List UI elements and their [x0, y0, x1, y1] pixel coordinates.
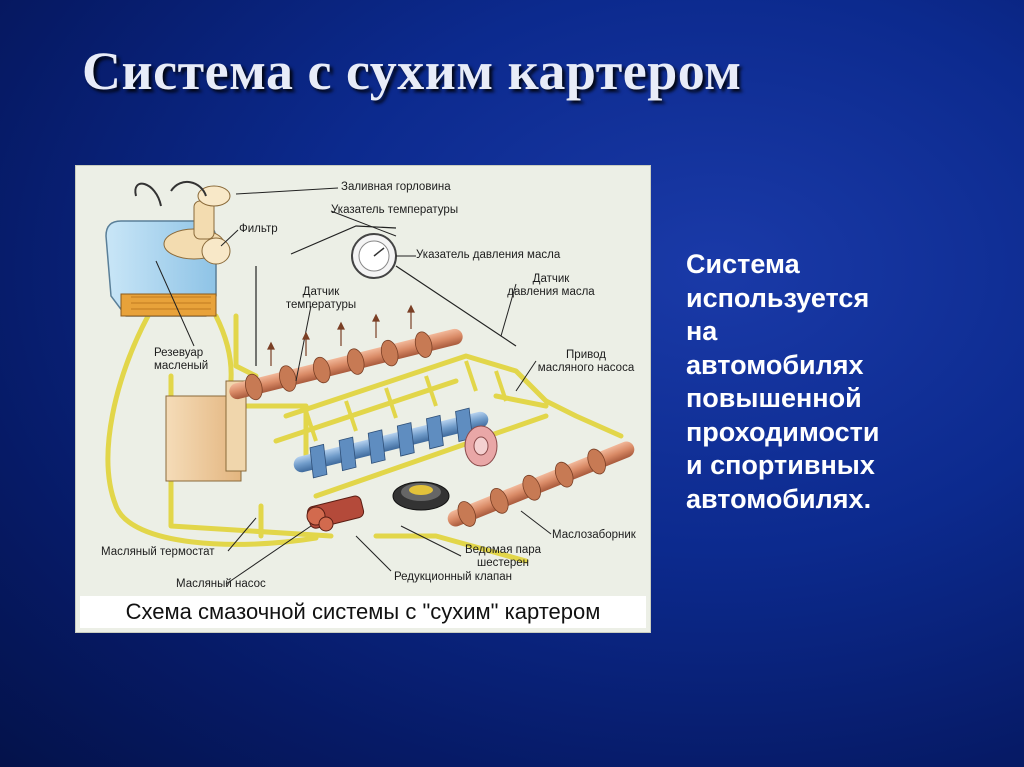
label-oil-reservoir: Резевуар масленый	[154, 347, 208, 373]
body-line-6: проходимости	[686, 416, 880, 447]
slide-body-text: Система используется на автомобилях повы…	[686, 248, 986, 516]
body-line-1: Система	[686, 249, 800, 279]
label-oil-reservoir-line2: масленый	[154, 360, 209, 372]
body-line-8: автомобилях.	[686, 483, 872, 514]
diagram-caption: Схема смазочной системы с "сухим" картер…	[80, 596, 646, 628]
lubrication-diagram: Заливная горловина Указатель температуры…	[75, 165, 651, 633]
label-oil-pressure-sensor-line2: давления масла	[507, 286, 595, 298]
diagram-drawing	[105, 181, 635, 585]
pressure-gauge	[255, 225, 517, 366]
label-filter: Фильтр	[239, 223, 278, 235]
label-temp-sensor-line1: Датчик	[302, 286, 340, 298]
label-oil-reservoir-line1: Резевуар	[154, 347, 204, 359]
label-oil-intake: Маслозаборник	[552, 529, 636, 541]
pointer-lines	[155, 187, 552, 585]
slide-title: Система с сухим картером	[82, 41, 742, 101]
label-driven-gears-line2: шестерен	[476, 557, 530, 569]
crankshaft	[293, 407, 498, 479]
label-pump-drive-line2: масляного насоса	[537, 362, 635, 374]
oil-intake	[392, 481, 450, 511]
label-oil-pressure-sensor: Датчик давления масла	[496, 273, 606, 299]
body-line-2: используется	[686, 282, 870, 313]
label-temp-sensor: Датчик температуры	[276, 286, 366, 312]
body-line-4: автомобилях	[686, 349, 864, 380]
oil-pump	[306, 495, 365, 532]
label-temp-gauge: Указатель температуры	[331, 204, 459, 216]
body-line-7: и спортивных	[686, 450, 875, 480]
flow-arrows	[267, 304, 415, 366]
label-driven-gears: Ведомая пара шестерен	[458, 544, 548, 570]
body-line-3: на	[686, 316, 718, 346]
label-driven-gears-line1: Ведомая пара	[464, 544, 542, 556]
frame-lines	[304, 360, 508, 442]
label-reduction-valve: Редукционный клапан	[394, 571, 513, 583]
body-line-5: повышенной	[686, 383, 862, 413]
label-temp-sensor-line2: температуры	[285, 299, 357, 311]
label-oil-pump: Масляный насос	[176, 578, 266, 590]
label-oil-pressure-gauge: Указатель давления масла	[416, 249, 561, 261]
oil-cooler	[165, 380, 247, 482]
label-oil-pressure-sensor-line1: Датчик	[532, 273, 570, 285]
label-pump-drive-line1: Привод	[566, 349, 606, 361]
label-filler-neck: Заливная горловина	[341, 181, 451, 193]
label-oil-thermostat: Масляный термостат	[101, 546, 215, 558]
camshaft-upper	[229, 328, 463, 401]
camshaft-lower	[447, 441, 635, 527]
label-pump-drive: Привод масляного насоса	[531, 349, 641, 375]
